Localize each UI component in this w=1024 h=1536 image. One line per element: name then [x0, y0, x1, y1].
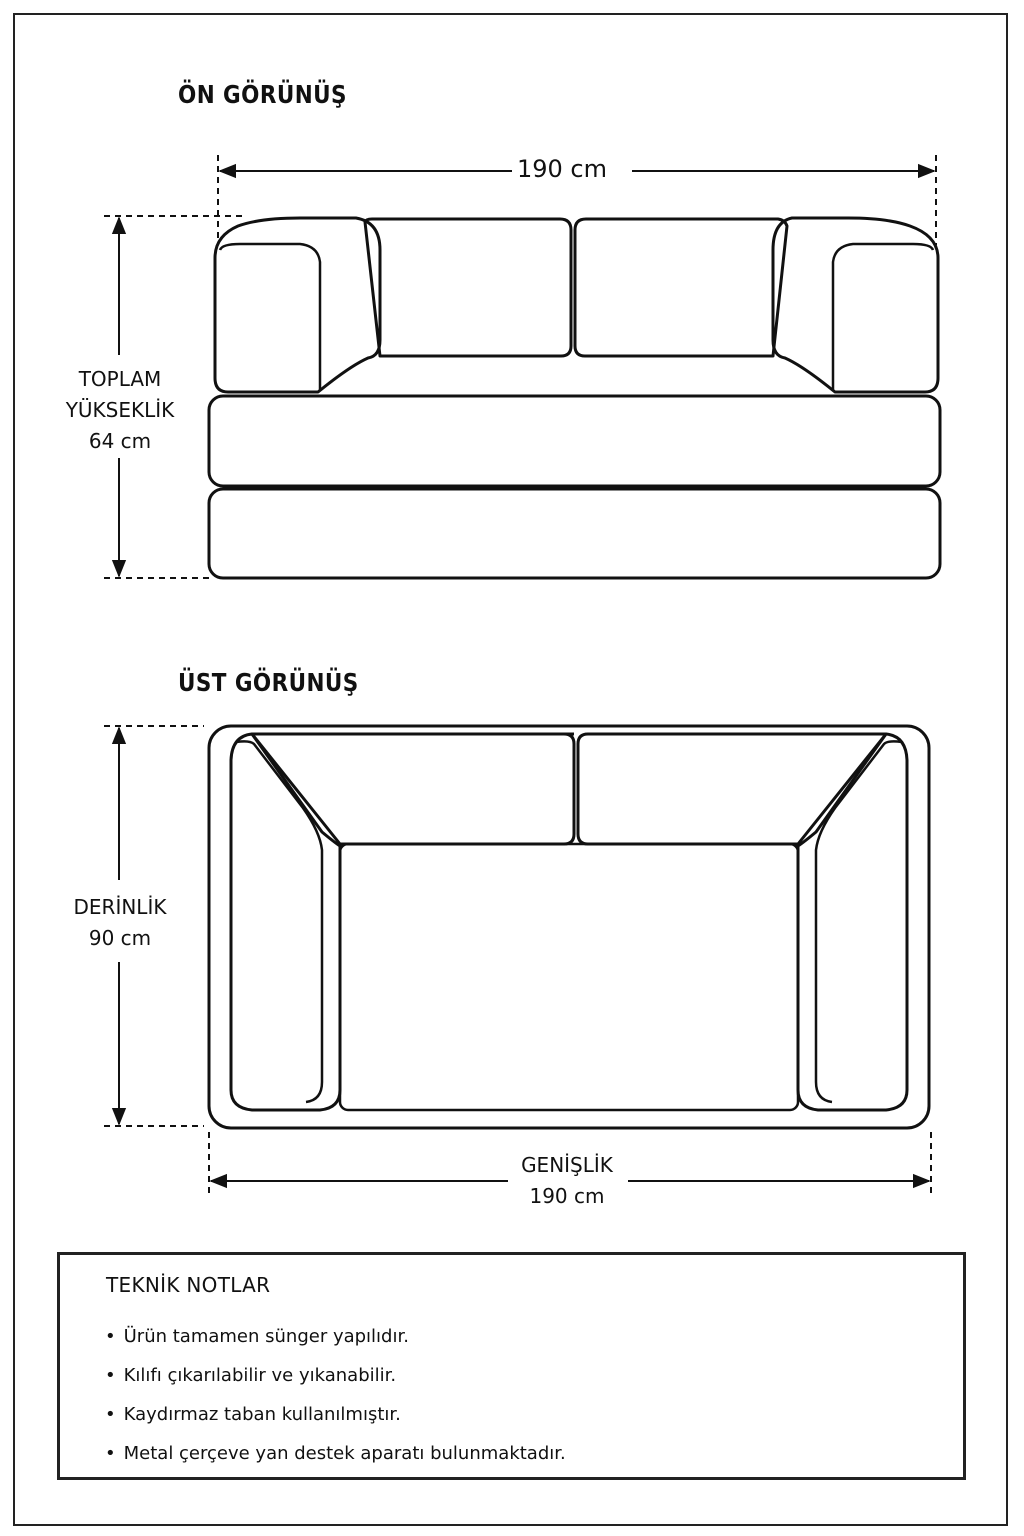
front-width-label: 190 cm [516, 155, 607, 183]
width-label-value: 190 cm [529, 1184, 605, 1208]
note-item: Kaydırmaz taban kullanılmıştır. [105, 1395, 566, 1434]
front-back-cushion-left [363, 217, 573, 358]
front-view-title: ÖN GÖRÜNÜŞ [178, 80, 347, 109]
height-label-line-1: TOPLAM [78, 367, 162, 391]
top-base-outline [207, 724, 931, 1130]
depth-label: DERİNLİK 90 cm [40, 892, 200, 954]
front-view-sofa [207, 216, 942, 580]
front-back-cushion-right [573, 217, 789, 358]
depth-label-value: 90 cm [88, 926, 152, 950]
front-width-dimension [217, 155, 937, 245]
technical-notes-list: Ürün tamamen sünger yapılıdır. Kılıfı çı… [105, 1317, 566, 1473]
front-base [207, 487, 942, 580]
depth-dimension [104, 725, 204, 1127]
total-height-label: TOPLAM YÜKSEKLİK 64 cm [40, 364, 200, 457]
top-back-cushion-right [576, 732, 888, 846]
height-label-line-2: YÜKSEKLİK [65, 398, 175, 422]
top-view-title: ÜST GÖRÜNÜŞ [178, 668, 359, 697]
width-label-line-1: GENİŞLİK [521, 1153, 613, 1177]
note-item: Metal çerçeve yan destek aparatı bulunma… [105, 1434, 566, 1473]
technical-notes-box: TEKNİK NOTLAR Ürün tamamen sünger yapılı… [57, 1252, 966, 1480]
front-seat-cushion [207, 394, 942, 488]
top-view-sofa [207, 724, 931, 1130]
height-label-value: 64 cm [88, 429, 152, 453]
depth-label-line-1: DERİNLİK [73, 895, 167, 919]
front-arm-left [213, 216, 382, 394]
top-seat [338, 842, 800, 1112]
top-width-dimension [208, 1132, 932, 1195]
top-arm-left [229, 732, 574, 1112]
top-width-label: GENİŞLİK 190 cm [487, 1150, 647, 1212]
page-border [13, 13, 1008, 1526]
technical-notes-title: TEKNİK NOTLAR [106, 1273, 271, 1297]
note-item: Kılıfı çıkarılabilir ve yıkanabilir. [105, 1356, 566, 1395]
front-arm-right [771, 216, 940, 394]
top-arm-right [796, 732, 909, 1112]
front-height-dimension [104, 215, 244, 579]
top-back-cushion-left [250, 732, 576, 846]
note-item: Ürün tamamen sünger yapılıdır. [105, 1317, 566, 1356]
